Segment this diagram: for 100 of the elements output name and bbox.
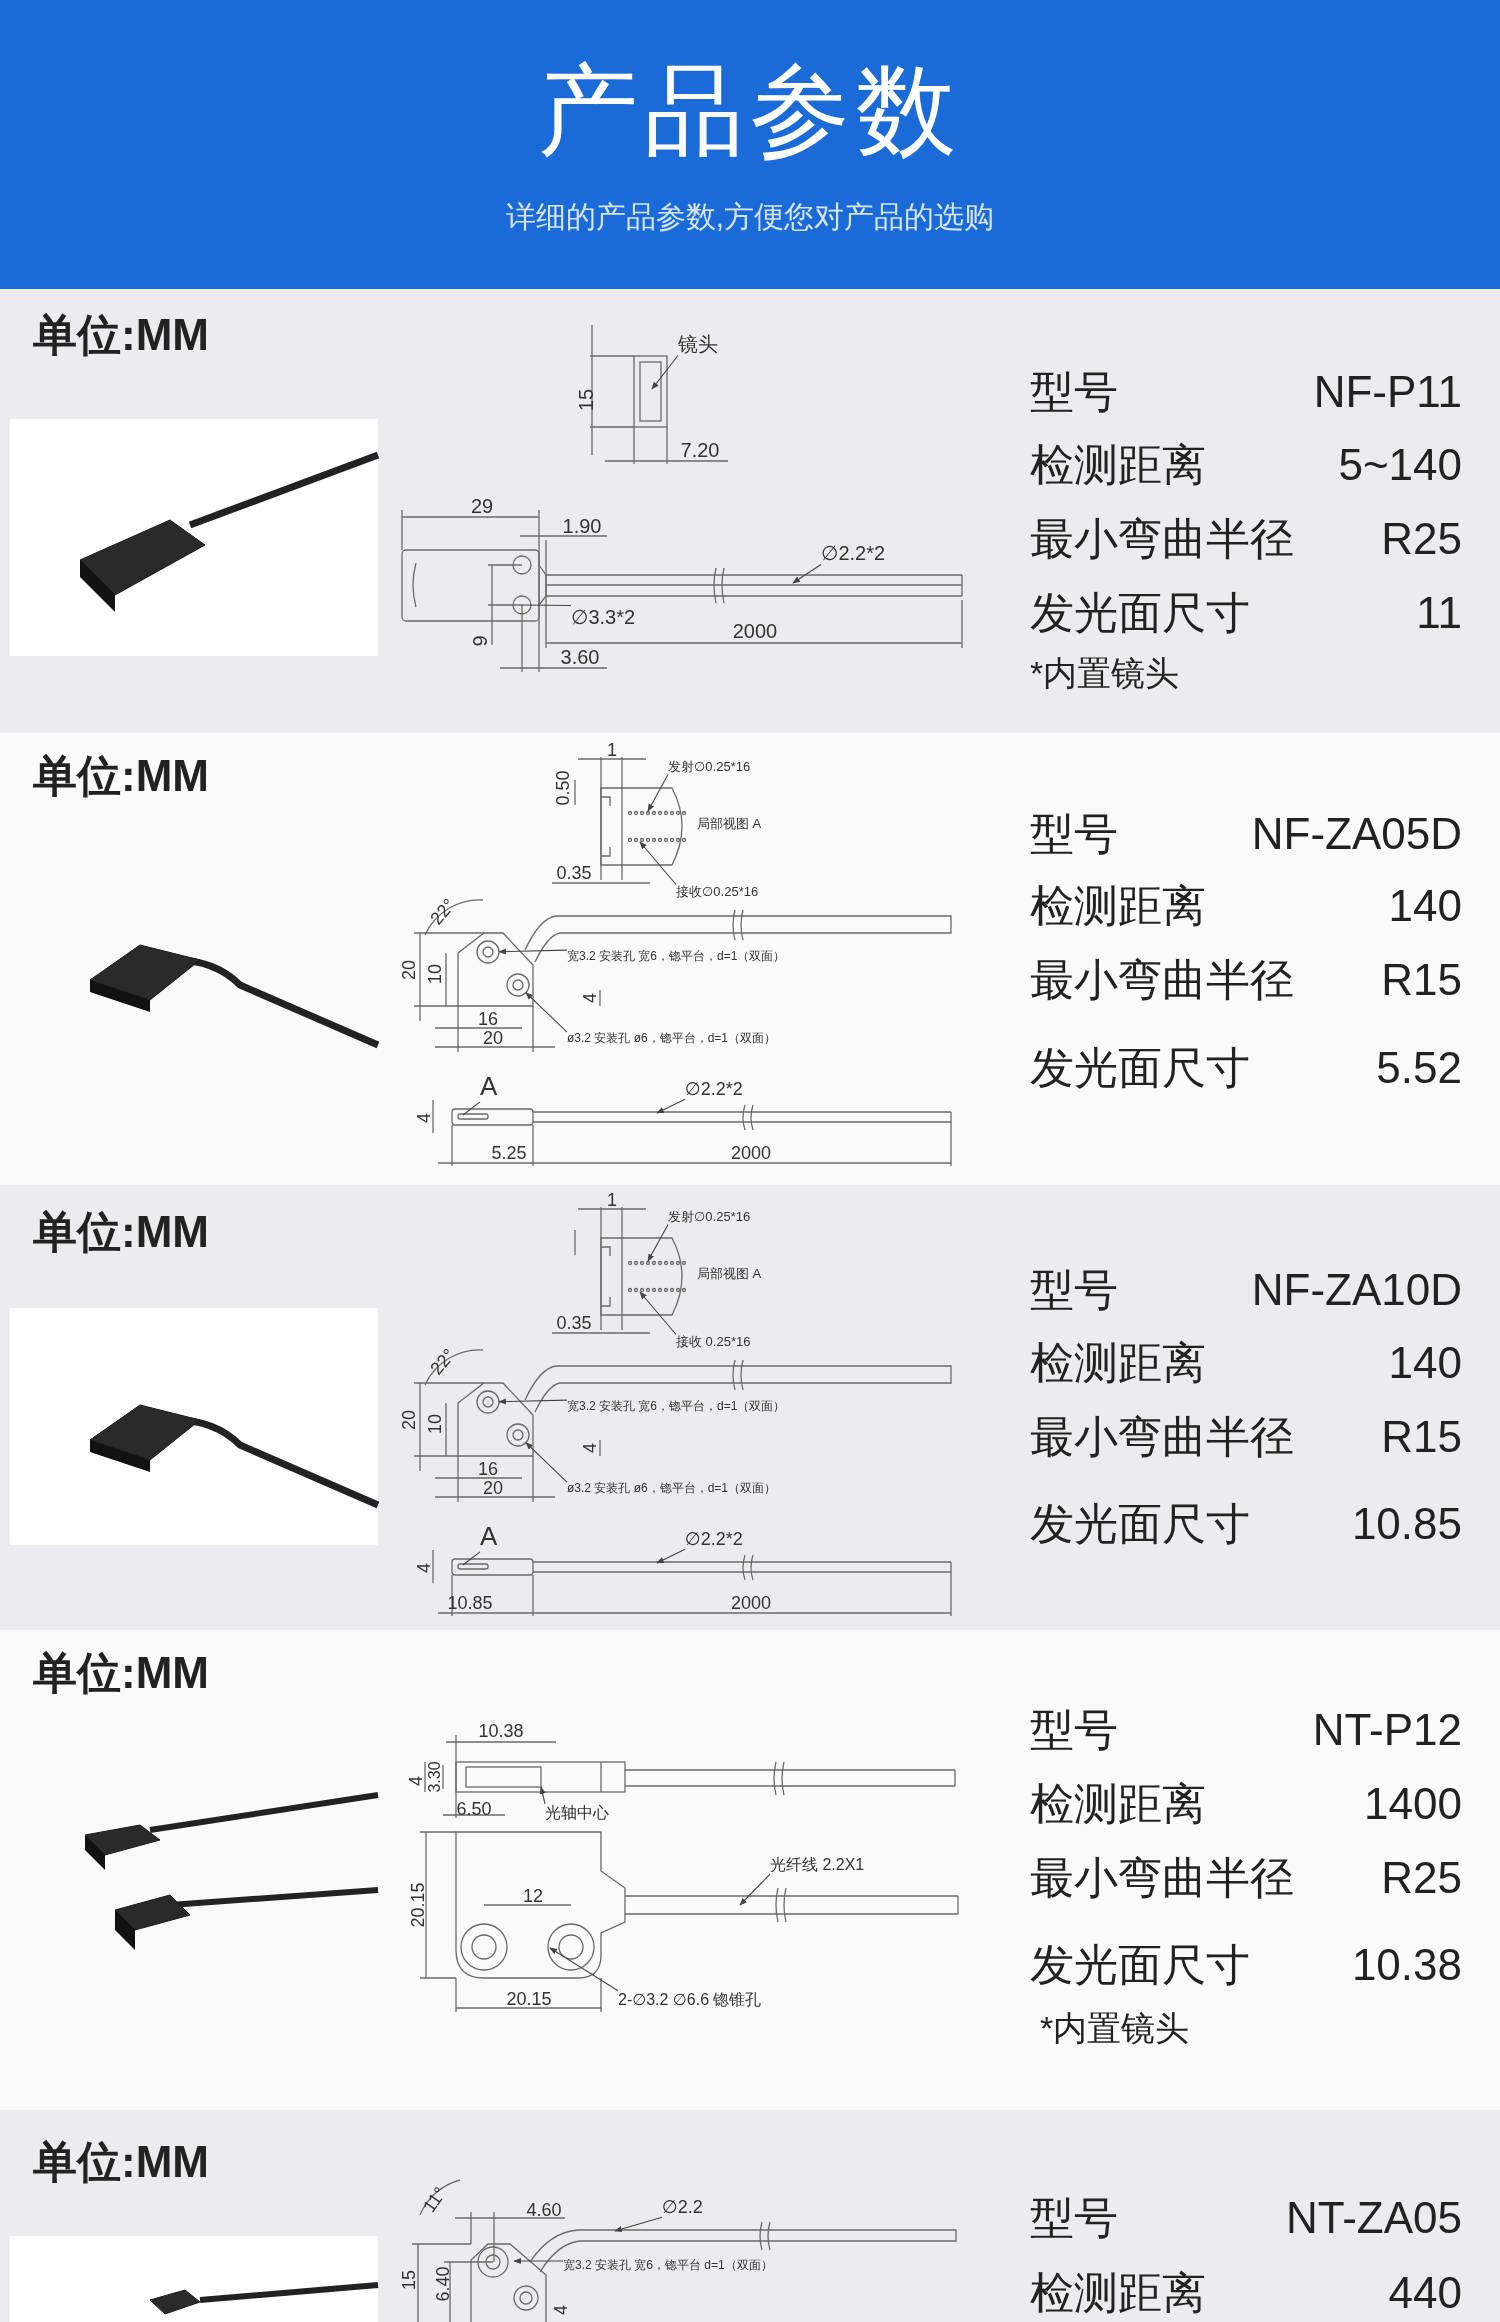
dimension-text: 16 — [478, 1008, 498, 1030]
callout-text: ∅3.3*2 — [571, 605, 636, 629]
spec-name: 检测距离 — [1030, 2267, 1206, 2319]
callout-text: 宽3.2 安装孔 宽6，锪平台，d=1（双面） — [567, 950, 786, 964]
leader-line — [498, 948, 568, 955]
callout-text: ∅2.2 — [662, 2196, 703, 2218]
callout-text: A — [480, 1072, 498, 1102]
mounting-hole — [506, 973, 530, 997]
dimension-text: 20 — [398, 1410, 420, 1430]
dimension-text: 10.85 — [447, 1592, 493, 1614]
spec-name: 发光面尺寸 — [1030, 1042, 1250, 1094]
leader-line — [525, 992, 568, 1033]
spec-value: NF-ZA10D — [1251, 1264, 1462, 1316]
dimension-text: 22° — [426, 1344, 460, 1380]
unit-label: 单位:MM — [33, 309, 209, 361]
spec-value: NF-P11 — [1313, 366, 1462, 418]
leader-line — [639, 841, 677, 886]
dimension-text: 6.40 — [432, 2266, 454, 2302]
dimension-text: 20 — [398, 960, 420, 980]
unit-label: 单位:MM — [33, 2136, 209, 2188]
leader-line — [525, 1442, 568, 1483]
callout-text: ø3.2 安装孔 ø6，锪平台，d=1（双面） — [567, 1482, 777, 1496]
dimension-text: 10 — [424, 1414, 446, 1434]
spec-value: NF-ZA05D — [1251, 808, 1462, 860]
dimension-text: 3.30 — [425, 1761, 444, 1793]
spec-name: 最小弯曲半径 — [1030, 1852, 1294, 1904]
spec-name: 检测距离 — [1030, 1337, 1206, 1389]
leader-line — [521, 604, 572, 607]
leader-line — [647, 773, 669, 812]
lens-window — [465, 1766, 542, 1788]
dimension-text: 15 — [398, 2270, 420, 2290]
spec-name: 型号 — [1030, 808, 1118, 860]
callout-text: ∅2.2*2 — [685, 1528, 743, 1550]
callout-text: 光轴中心 — [545, 1803, 609, 1823]
view-label: 局部视图 A — [697, 816, 762, 832]
spec-value: R15 — [1381, 1411, 1462, 1463]
dimension-text: 5.25 — [491, 1142, 527, 1164]
callout-text: 发射∅0.25*16 — [668, 759, 751, 775]
unit-label: 单位:MM — [33, 1206, 209, 1258]
spec-value: 5.52 — [1376, 1042, 1462, 1094]
callout-text: 发射∅0.25*16 — [668, 1209, 751, 1225]
callout-text: 接收 0.25*16 — [676, 1334, 751, 1350]
dimension-text: 10.38 — [478, 1720, 524, 1742]
spec-name: 型号 — [1030, 2192, 1118, 2244]
callout-text: A — [480, 1522, 498, 1552]
leader-line — [792, 563, 822, 584]
spec-name: 型号 — [1030, 1704, 1118, 1756]
leader-line — [539, 1786, 546, 1805]
mounting-hole — [476, 1390, 500, 1414]
callout-text: ∅2.2*2 — [821, 541, 886, 565]
dimension-text: 2000 — [731, 1592, 771, 1614]
dimension-text: 0.35 — [556, 862, 592, 884]
dimension-text: 9 — [468, 635, 492, 647]
dimension-text: 20.15 — [407, 1882, 429, 1928]
callout-text: 宽3.2 安装孔 宽6，锪平台 d=1（双面） — [563, 2259, 773, 2273]
view-label: 局部视图 A — [697, 1266, 762, 1282]
dimension-text: 4 — [413, 1113, 435, 1123]
dimension-text: 7.20 — [680, 438, 720, 462]
spec-name: 最小弯曲半径 — [1030, 954, 1294, 1006]
mounting-hole — [476, 940, 500, 964]
dimension-text: 16 — [478, 1458, 498, 1480]
unit-label: 单位:MM — [33, 750, 209, 802]
callout-text: 宽3.2 安装孔 宽6，锪平台，d=1（双面） — [567, 1400, 786, 1414]
dimension-text: 1 — [607, 1189, 617, 1211]
dimension-text: 29 — [470, 494, 494, 518]
spec-value: 11 — [1416, 587, 1462, 639]
dimension-text: 12 — [523, 1885, 543, 1907]
leader-line — [647, 1223, 669, 1262]
callout-text: 接收∅0.25*16 — [676, 884, 759, 900]
spec-name: 检测距离 — [1030, 880, 1206, 932]
spec-value: R25 — [1381, 513, 1462, 565]
callout-text: ø3.2 安装孔 ø6，锪平台，d=1（双面） — [567, 1032, 777, 1046]
callout-text: 镜头 — [678, 332, 718, 356]
leader-line — [651, 354, 679, 390]
dimension-text: 4 — [413, 1563, 435, 1573]
spec-value: 140 — [1388, 1337, 1462, 1389]
spec-value: 10.38 — [1351, 1939, 1462, 1991]
dimension-text: 20 — [483, 1027, 503, 1049]
dimension-text: 0.35 — [556, 1312, 592, 1334]
leader-line — [656, 1098, 686, 1114]
leader-line — [656, 1548, 686, 1564]
note-text: *内置镜头 — [1030, 654, 1180, 694]
spec-name: 最小弯曲半径 — [1030, 513, 1294, 565]
leader-line — [498, 1398, 568, 1405]
dimension-text: 0.50 — [552, 770, 574, 806]
dimension-text: 10 — [424, 964, 446, 984]
leader-line — [639, 1291, 677, 1336]
page-title: 产品参数 — [538, 52, 962, 168]
dimension-text: 20.15 — [506, 1988, 552, 2010]
leader-line — [513, 2257, 564, 2265]
dimension-text: 22° — [426, 894, 460, 930]
dimension-text: 15 — [574, 388, 598, 412]
spec-value: R15 — [1381, 954, 1462, 1006]
dimension-text: 4 — [579, 993, 601, 1003]
spec-name: 型号 — [1030, 366, 1118, 418]
spec-value: R25 — [1381, 1852, 1462, 1904]
subtitle: 详细的产品参数,方便您对产品的选购 — [505, 199, 995, 235]
spec-name: 发光面尺寸 — [1030, 587, 1250, 639]
spec-value: 1400 — [1364, 1778, 1462, 1830]
leader-line — [462, 1101, 481, 1116]
